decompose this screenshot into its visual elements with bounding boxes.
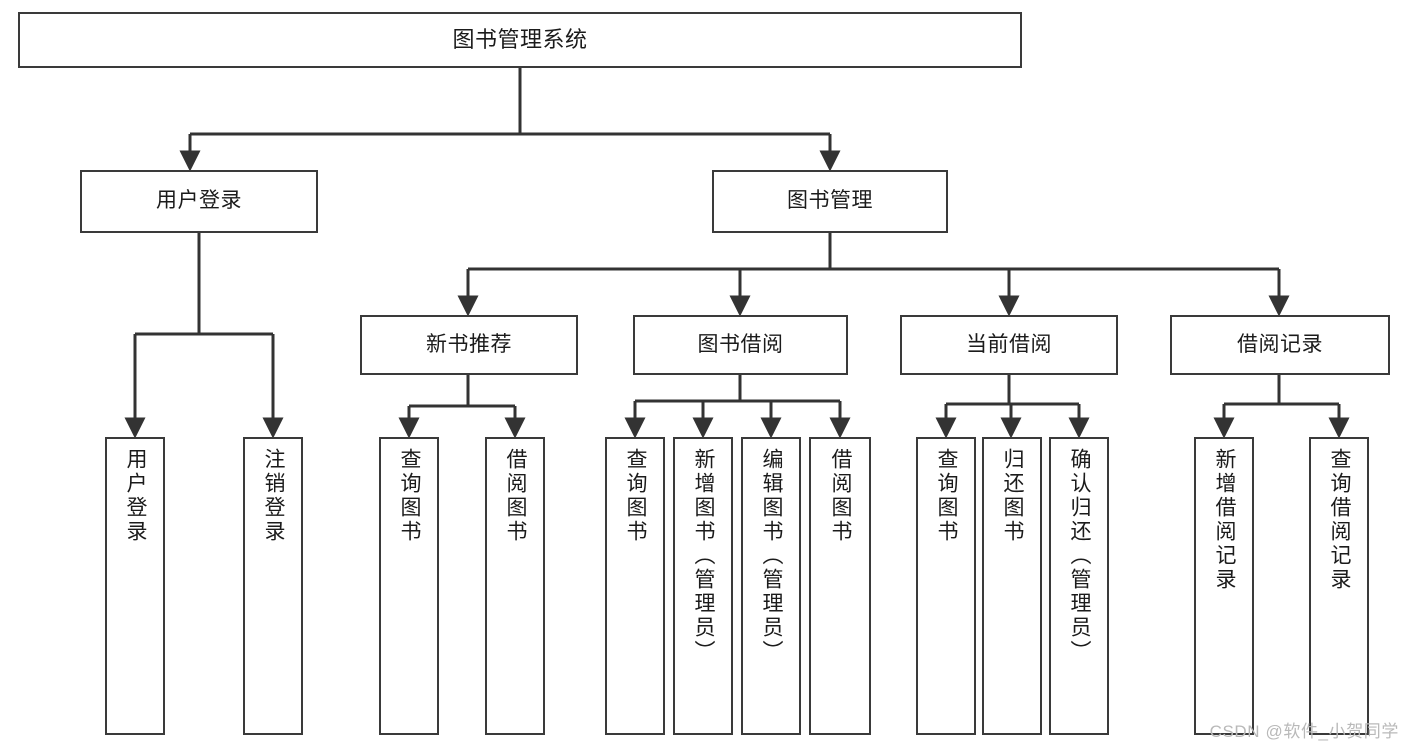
- node-label: 借阅记录: [1237, 332, 1323, 356]
- node-leaf-user-login[interactable]: 用户登录: [105, 437, 165, 735]
- node-root-library-management-system[interactable]: 图书管理系统: [18, 12, 1022, 68]
- node-borrow-record[interactable]: 借阅记录: [1170, 315, 1390, 375]
- node-label: 用户登录: [156, 189, 242, 213]
- node-label: 图书管理系统: [452, 27, 588, 53]
- node-label: 用户登录: [124, 448, 148, 544]
- node-label: 借阅图书: [504, 448, 528, 544]
- node-leaf-recommend-borrow-book[interactable]: 借阅图书: [485, 437, 545, 735]
- node-label: 当前借阅: [966, 332, 1052, 356]
- node-label: 新书推荐: [426, 332, 512, 356]
- node-leaf-edit-book-admin[interactable]: 编辑图书（管理员）: [741, 437, 801, 735]
- node-label: 图书管理: [787, 189, 873, 213]
- node-leaf-add-book-admin[interactable]: 新增图书（管理员）: [673, 437, 733, 735]
- node-label: 归还图书: [1001, 448, 1025, 544]
- node-book-management[interactable]: 图书管理: [712, 170, 948, 233]
- node-leaf-add-borrow-record[interactable]: 新增借阅记录: [1194, 437, 1254, 735]
- node-leaf-recommend-query-book[interactable]: 查询图书: [379, 437, 439, 735]
- node-label: 查询借阅记录: [1328, 448, 1352, 592]
- node-label: 注销登录: [262, 448, 286, 544]
- node-new-book-recommend[interactable]: 新书推荐: [360, 315, 578, 375]
- node-label: 新增图书（管理员）: [692, 448, 716, 664]
- node-label: 查询图书: [935, 448, 959, 544]
- node-book-borrow[interactable]: 图书借阅: [633, 315, 848, 375]
- node-label: 确认归还（管理员）: [1068, 448, 1092, 664]
- node-leaf-return-book[interactable]: 归还图书: [982, 437, 1042, 735]
- node-leaf-borrow-query-book[interactable]: 查询图书: [605, 437, 665, 735]
- node-leaf-logout[interactable]: 注销登录: [243, 437, 303, 735]
- node-label: 编辑图书（管理员）: [760, 448, 784, 664]
- node-user-login[interactable]: 用户登录: [80, 170, 318, 233]
- node-label: 查询图书: [624, 448, 648, 544]
- node-label: 借阅图书: [829, 448, 853, 544]
- node-label: 查询图书: [398, 448, 422, 544]
- node-label: 图书借阅: [697, 332, 784, 356]
- node-leaf-borrow-book[interactable]: 借阅图书: [809, 437, 871, 735]
- node-leaf-query-borrow-record[interactable]: 查询借阅记录: [1309, 437, 1369, 735]
- node-current-borrow[interactable]: 当前借阅: [900, 315, 1118, 375]
- node-leaf-confirm-return-admin[interactable]: 确认归还（管理员）: [1049, 437, 1109, 735]
- node-leaf-current-query-book[interactable]: 查询图书: [916, 437, 976, 735]
- node-label: 新增借阅记录: [1213, 448, 1237, 592]
